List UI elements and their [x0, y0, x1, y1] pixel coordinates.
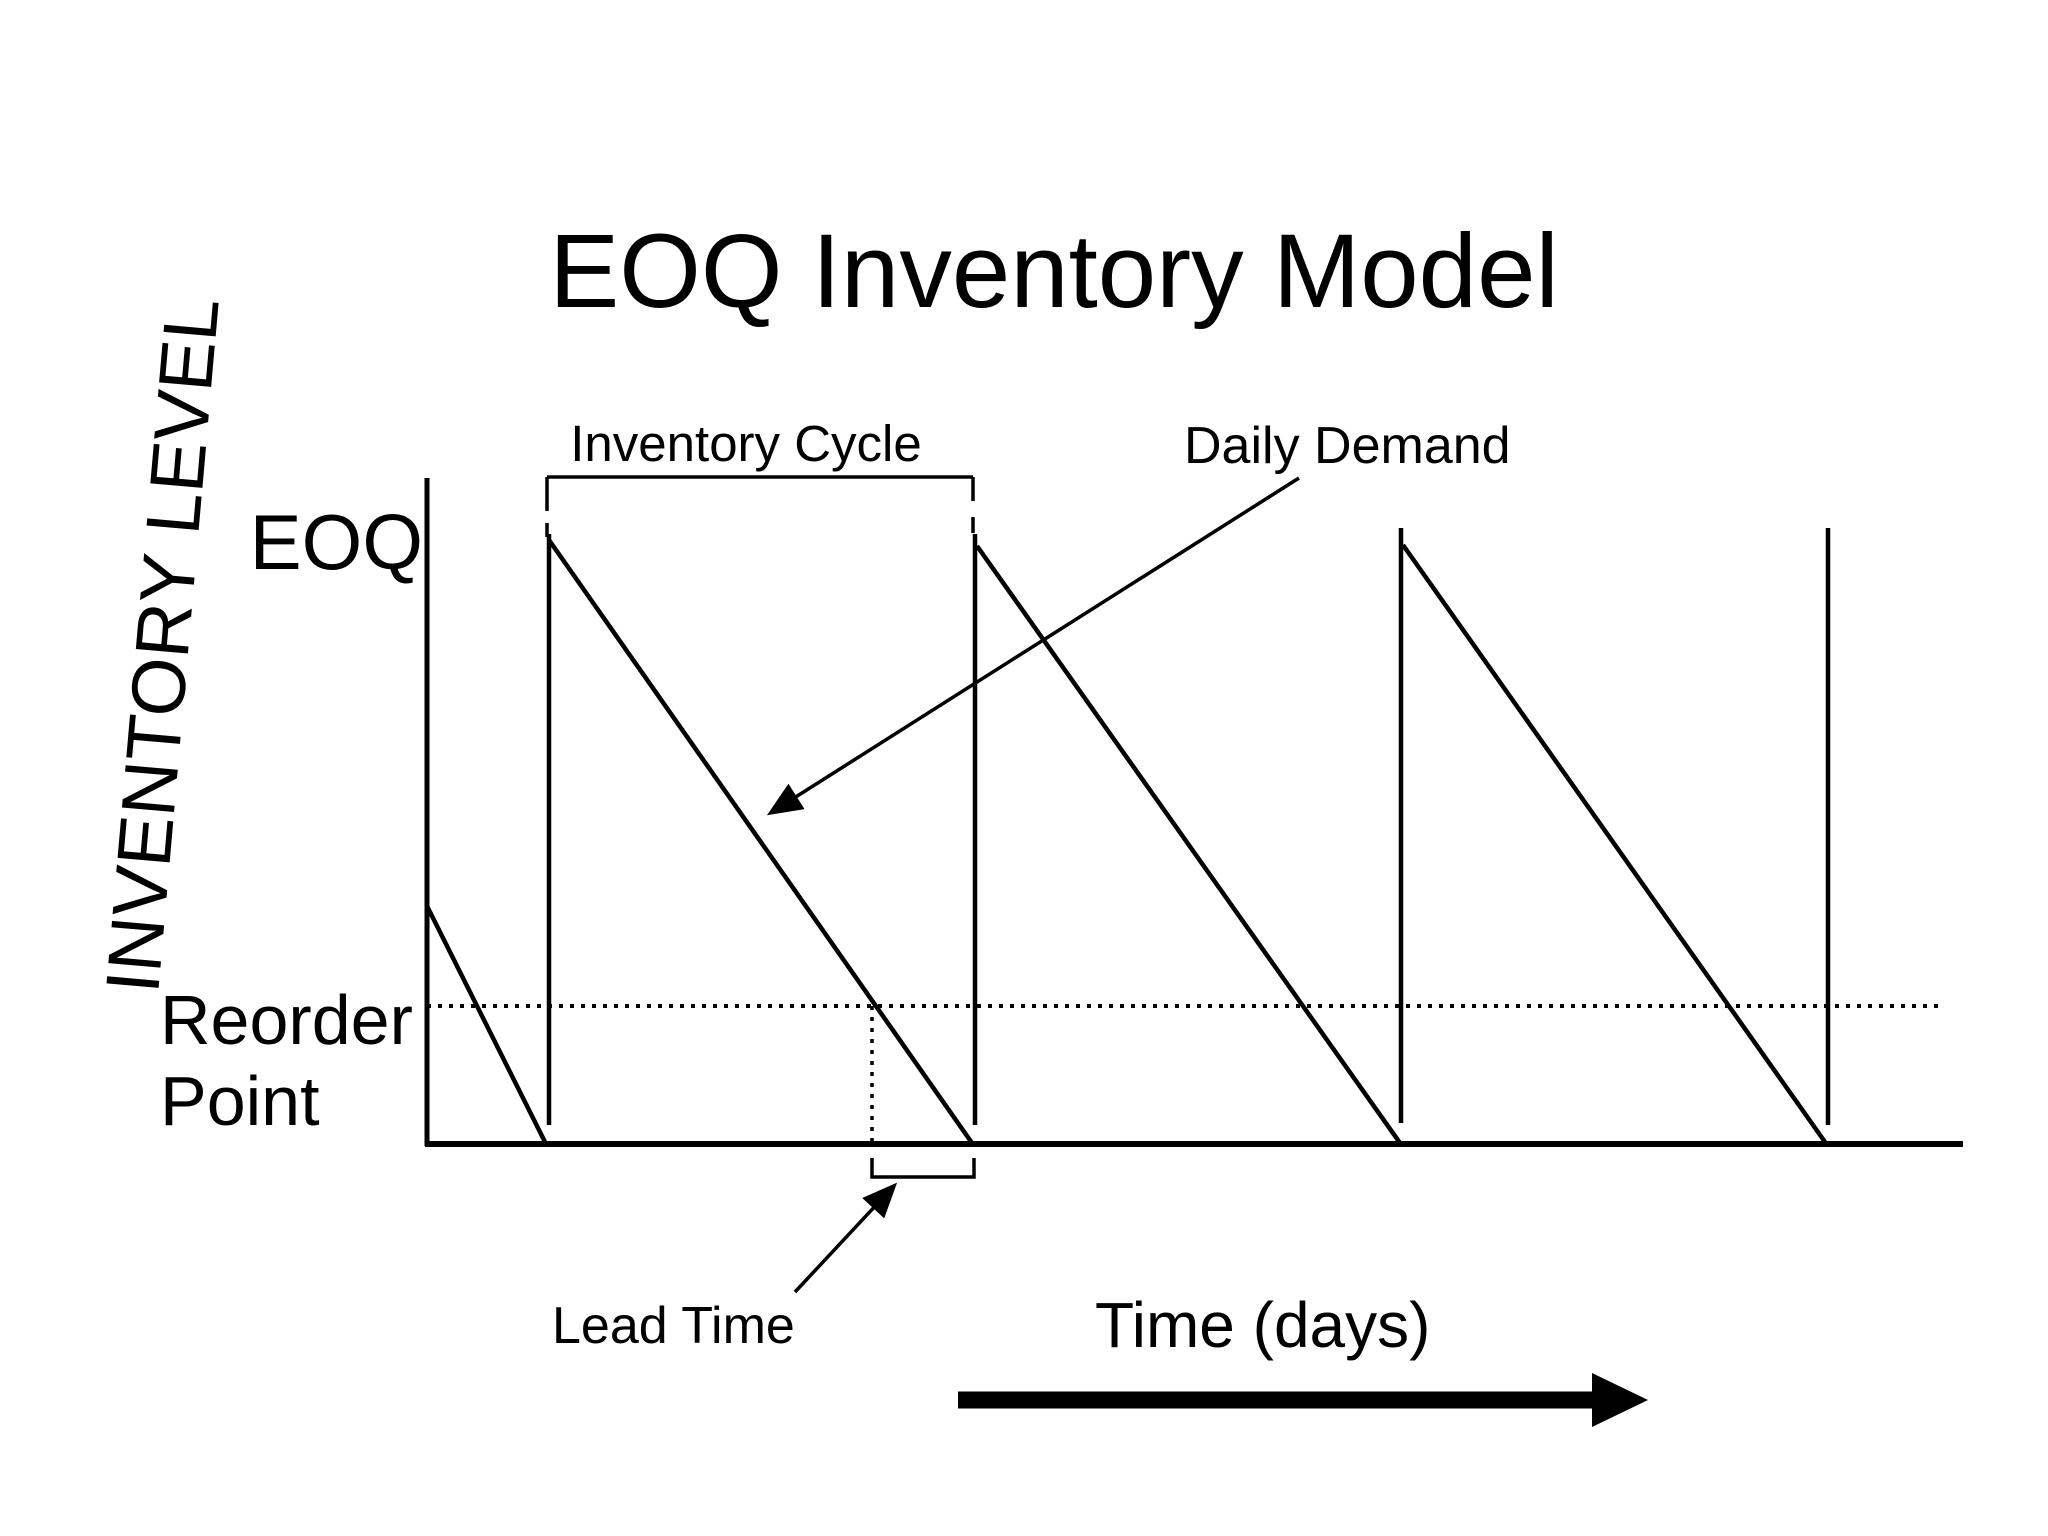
eoq-label: EOQ	[249, 498, 423, 586]
inventory-decline-1	[547, 538, 974, 1145]
inventory-decline-2	[975, 544, 1402, 1145]
lead-time-bracket	[870, 1158, 976, 1179]
time-arrow-head	[1592, 1373, 1648, 1427]
daily-demand-label: Daily Demand	[1184, 417, 1511, 475]
reorder-point-label-line2: Point	[160, 1062, 320, 1140]
reorder-point-label-line1: Reorder	[160, 981, 413, 1059]
inventory-decline-3	[1401, 543, 1827, 1144]
x-axis-label: Time (days)	[1095, 1289, 1431, 1361]
lead-time-arrow	[793, 1182, 898, 1294]
daily-demand-arrow	[766, 476, 1300, 816]
lead-time-label: Lead Time	[552, 1297, 795, 1355]
inventory-cycle-label: Inventory Cycle	[570, 415, 922, 472]
inventory-decline-partial	[424, 904, 549, 1146]
reorder-point-label: Reorder Point	[160, 980, 413, 1142]
chart-title: EOQ Inventory Model	[549, 213, 1559, 330]
